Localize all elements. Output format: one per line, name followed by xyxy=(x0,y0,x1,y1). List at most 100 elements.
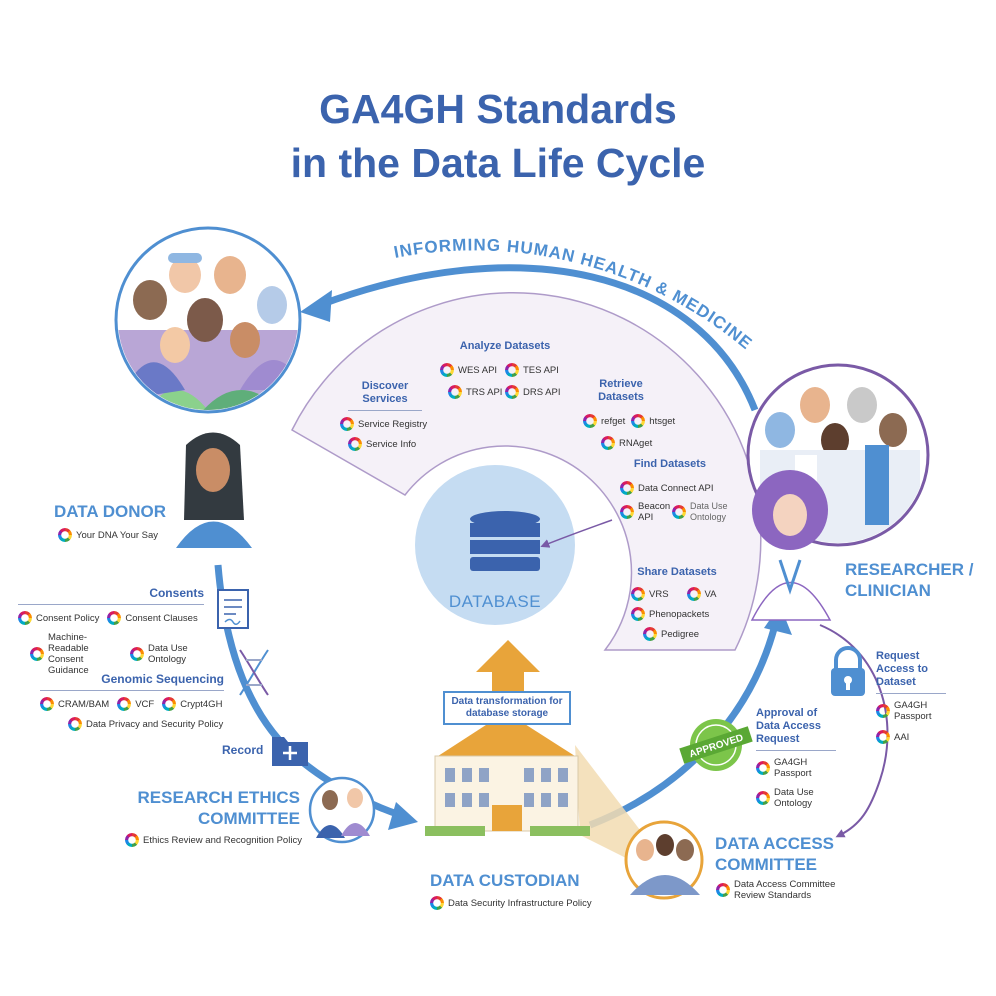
standard-item: refget xyxy=(583,414,625,428)
standard-item: Data Use Ontology xyxy=(756,787,830,809)
ga4gh-seal-icon xyxy=(672,505,686,519)
standard-item: Pedigree xyxy=(643,627,729,641)
ga4gh-seal-icon xyxy=(430,896,444,910)
access-committee-label: DATA ACCESS COMMITTEE xyxy=(715,834,834,874)
standard-item: Data Security Infrastructure Policy xyxy=(430,896,592,910)
cards-arc xyxy=(291,291,762,651)
page-title-line1: GA4GH Standards xyxy=(319,86,677,132)
ga4gh-seal-icon xyxy=(686,587,701,601)
ga4gh-seal-icon xyxy=(448,385,462,399)
standard-item: Data Use Ontology xyxy=(672,501,728,523)
approval-heading: Approval of Data Access Request xyxy=(756,707,822,745)
ga4gh-seal-icon xyxy=(631,414,646,428)
ga4gh-seal-icon xyxy=(631,587,645,601)
custodian-to-researcher-arrow xyxy=(588,624,779,829)
database-arrow xyxy=(540,519,613,548)
card-title: Discover Services xyxy=(361,380,409,405)
ga4gh-seal-icon xyxy=(716,883,730,897)
ga4gh-seal-icon xyxy=(620,505,634,519)
record-label: Record xyxy=(222,743,264,757)
standard-item: Beacon API xyxy=(620,501,670,523)
card-title: Find Datasets xyxy=(633,458,706,470)
page-title-line2: in the Data Life Cycle xyxy=(290,140,706,186)
standard-item: Consent Policy xyxy=(18,611,99,625)
researcher-label: RESEARCHER / CLINICIAN xyxy=(845,560,974,600)
researcher-figure xyxy=(750,470,832,621)
card-share-datasets: Share Datasets VRS VA Phenopackets Pedig… xyxy=(625,566,729,641)
standard-item: CRAM/BAM xyxy=(40,697,109,711)
approval-section: Approval of Data Access Request GA4GH Pa… xyxy=(756,707,836,809)
ga4gh-seal-icon xyxy=(348,437,362,451)
data-donor-label: DATA DONOR xyxy=(54,502,167,521)
consents-heading: Consents xyxy=(149,586,204,600)
standard-item: Machine-Readable Consent Guidance xyxy=(30,632,122,676)
ga4gh-seal-icon xyxy=(130,647,144,661)
card-retrieve-datasets: Retrieve Datasets refget htsget RNAget xyxy=(583,378,675,450)
ethics-people-icon xyxy=(316,788,370,838)
standard-item: Ethics Review and Recognition Policy xyxy=(125,833,302,847)
ga4gh-seal-icon xyxy=(440,363,454,377)
standard-item: WES API xyxy=(440,363,505,377)
database-label: DATABASE xyxy=(448,592,542,611)
ga4gh-seal-icon xyxy=(505,363,519,377)
informing-arrowhead xyxy=(300,290,332,322)
genomic-sequencing-section: Genomic Sequencing CRAM/BAM VCF Crypt4GH… xyxy=(40,672,224,731)
standard-item: Data Use Ontology xyxy=(130,632,192,676)
database-cylinder-icon xyxy=(470,511,540,571)
dna-icon xyxy=(239,649,269,696)
ga4gh-seal-icon xyxy=(756,791,770,805)
standard-item: TRS API xyxy=(440,385,505,399)
standard-item: Data Privacy and Security Policy xyxy=(68,717,224,731)
standard-item: htsget xyxy=(631,414,675,428)
ga4gh-seal-icon xyxy=(107,611,122,625)
ga4gh-seal-icon xyxy=(583,414,597,428)
ga4gh-seal-icon xyxy=(117,697,132,711)
approved-seal-icon xyxy=(679,719,753,771)
standard-item: GA4GH Passport xyxy=(876,700,946,722)
ga4gh-seal-icon xyxy=(643,627,657,641)
ga4gh-seal-icon xyxy=(162,697,177,711)
standard-item: Your DNA Your Say xyxy=(58,528,158,542)
card-discover-services: Discover Services Service Registry Servi… xyxy=(340,380,430,451)
data-donor-figure xyxy=(176,432,252,548)
standard-item: DRS API xyxy=(505,385,570,399)
custodian-arrowhead xyxy=(388,802,418,830)
ga4gh-seal-icon xyxy=(40,697,54,711)
card-find-datasets: Find Datasets Data Connect API Beacon AP… xyxy=(620,458,732,523)
consent-document-icon xyxy=(217,589,249,629)
standard-item: Data Access Committee Review Standards xyxy=(716,879,846,901)
standard-item: Phenopackets xyxy=(631,607,729,621)
storage-up-arrow xyxy=(476,640,540,700)
standard-item: GA4GH Passport xyxy=(756,757,830,779)
card-title: Retrieve Datasets xyxy=(598,378,644,403)
standard-item: TES API xyxy=(505,363,570,377)
ga4gh-seal-icon xyxy=(620,481,634,495)
standard-item: AAI xyxy=(876,730,946,744)
ga4gh-seal-icon xyxy=(58,528,72,542)
ga4gh-seal-icon xyxy=(876,704,890,718)
ethics-label: RESEARCH ETHICS COMMITTEE xyxy=(137,788,300,828)
ga4gh-seal-icon xyxy=(68,717,82,731)
genomic-heading: Genomic Sequencing xyxy=(101,672,224,686)
custodian-label: DATA CUSTODIAN xyxy=(430,871,580,890)
request-heading: Request Access to Dataset xyxy=(876,650,928,688)
ga4gh-seal-icon xyxy=(125,833,139,847)
access-committee-people-icon xyxy=(630,834,700,895)
ga4gh-seal-icon xyxy=(601,436,615,450)
data-transformation-box: Data transformation for database storage xyxy=(443,691,571,725)
standard-item: Service Registry xyxy=(340,417,430,431)
request-access-section: Request Access to Dataset GA4GH Passport… xyxy=(876,650,946,744)
data-custodian-building xyxy=(425,712,590,836)
standard-item: Service Info xyxy=(348,437,430,451)
ga4gh-seal-icon xyxy=(340,417,354,431)
lock-icon xyxy=(831,646,865,696)
standard-item: Consent Clauses xyxy=(107,611,198,625)
ga4gh-seal-icon xyxy=(505,385,519,399)
standard-item: RNAget xyxy=(601,436,675,450)
standard-item: Data Connect API xyxy=(620,481,732,495)
ga4gh-seal-icon xyxy=(756,761,770,775)
card-title: Share Datasets xyxy=(637,566,717,578)
standard-item: VA xyxy=(686,587,717,601)
